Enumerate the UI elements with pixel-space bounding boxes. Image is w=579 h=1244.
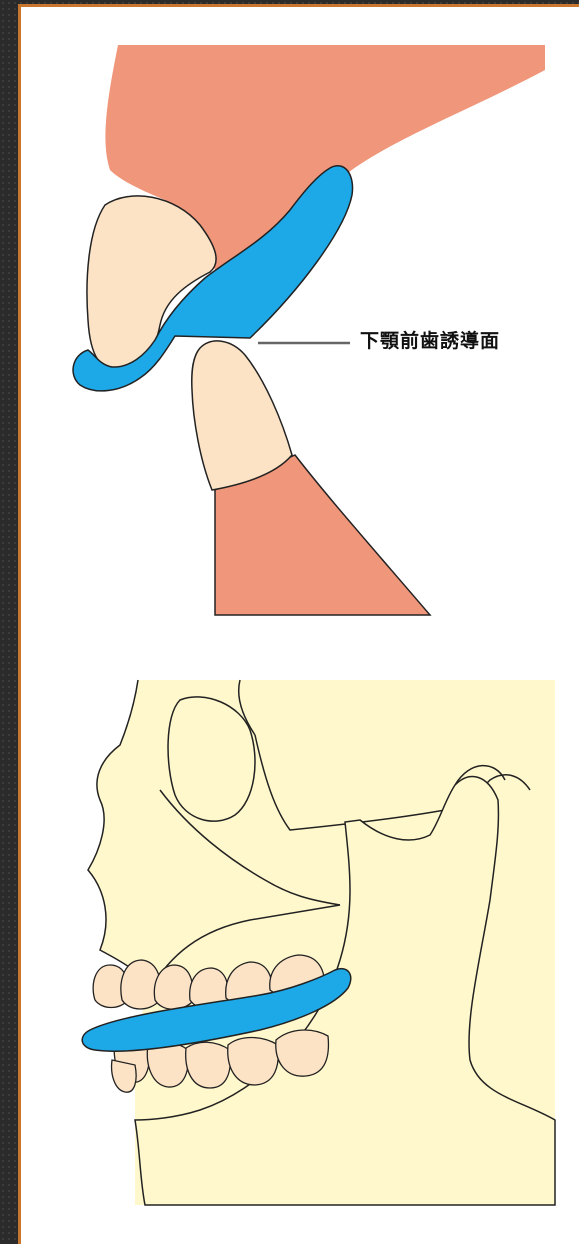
skull-diagram [82, 680, 555, 1205]
guide-surface-label: 下顎前歯誘導面 [360, 326, 500, 353]
lower-incisor-icon [192, 341, 292, 490]
